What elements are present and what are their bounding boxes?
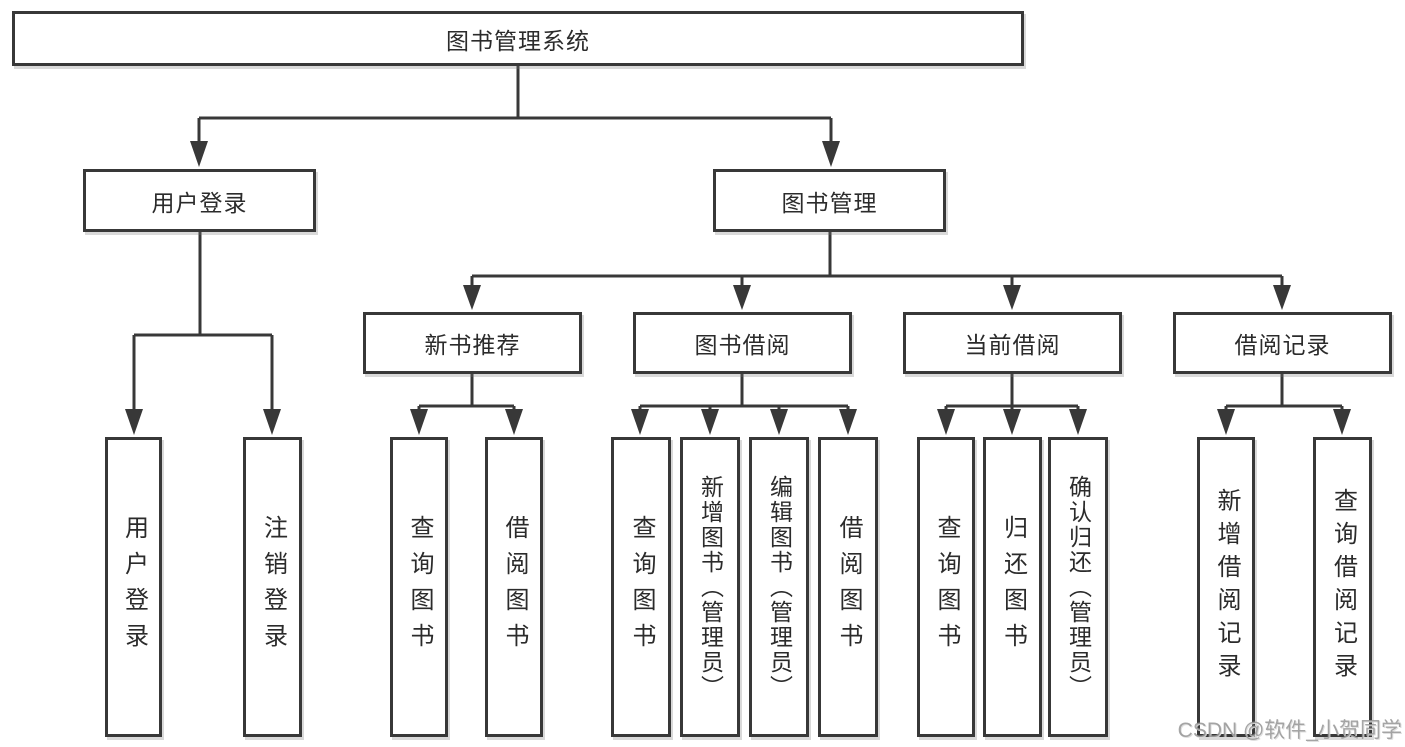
leaf-user-login-label: 用户登录 (120, 515, 148, 659)
leaf-add-borrow-record-label: 新增借阅记录 (1213, 488, 1240, 686)
leaf-borrow-books-recommend: 借阅图书 (485, 437, 543, 737)
node-book-borrow-label: 图书借阅 (694, 332, 791, 358)
leaf-user-login: 用户登录 (105, 437, 162, 737)
leaf-query-borrow-record-label: 查询借阅记录 (1329, 488, 1357, 686)
watermark: CSDN @软件_小贺同学 (1177, 719, 1402, 742)
leaf-return-books-label: 归还图书 (999, 515, 1027, 659)
node-root-label: 图书管理系统 (446, 27, 590, 54)
node-current-borrow: 当前借阅 (903, 312, 1122, 374)
node-book-management-label: 图书管理 (781, 189, 878, 216)
leaf-query-books-borrow: 查询图书 (611, 437, 671, 737)
leaf-edit-book-admin: 编辑图书（管理员） (749, 437, 809, 737)
node-current-borrow-label: 当前借阅 (964, 332, 1061, 358)
node-user-login: 用户登录 (83, 169, 316, 232)
leaf-add-book-admin-label: 新增图书（管理员） (697, 474, 724, 700)
leaf-query-books-current: 查询图书 (917, 437, 975, 737)
node-new-book-recommend: 新书推荐 (363, 312, 582, 374)
node-borrow-records: 借阅记录 (1173, 312, 1392, 374)
node-new-book-recommend-label: 新书推荐 (424, 332, 521, 358)
node-book-management: 图书管理 (713, 169, 946, 232)
leaf-query-books-borrow-label: 查询图书 (628, 515, 655, 659)
leaf-query-books-recommend-label: 查询图书 (406, 515, 433, 659)
node-book-borrow: 图书借阅 (633, 312, 852, 374)
leaf-query-books-current-label: 查询图书 (933, 515, 960, 659)
leaf-borrow-books-recommend-label: 借阅图书 (501, 515, 528, 659)
leaf-confirm-return-admin: 确认归还（管理员） (1048, 437, 1108, 737)
leaf-return-books: 归还图书 (983, 437, 1042, 737)
leaf-borrow-books-borrow: 借阅图书 (818, 437, 878, 737)
node-borrow-records-label: 借阅记录 (1234, 332, 1331, 358)
leaf-edit-book-admin-label: 编辑图书（管理员） (766, 474, 793, 700)
node-root: 图书管理系统 (12, 11, 1024, 66)
leaf-confirm-return-admin-label: 确认归还（管理员） (1065, 474, 1092, 700)
leaf-query-borrow-record: 查询借阅记录 (1313, 437, 1372, 737)
leaf-logout-label: 注销登录 (259, 515, 287, 659)
leaf-borrow-books-borrow-label: 借阅图书 (835, 515, 862, 659)
leaf-add-book-admin: 新增图书（管理员） (680, 437, 740, 737)
node-user-login-label: 用户登录 (151, 189, 248, 216)
leaf-add-borrow-record: 新增借阅记录 (1197, 437, 1255, 737)
leaf-logout: 注销登录 (243, 437, 302, 737)
leaf-query-books-recommend: 查询图书 (390, 437, 448, 737)
